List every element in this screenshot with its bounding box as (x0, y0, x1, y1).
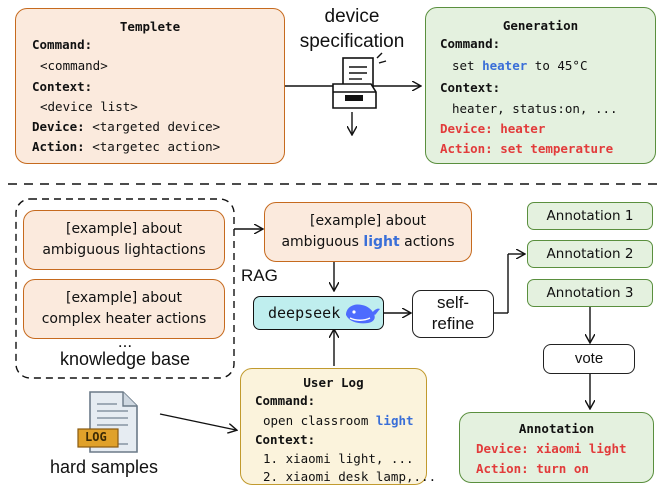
generation-command-post: to 45°C (527, 58, 588, 73)
generation-title: Generation (502, 18, 579, 33)
generation-context-value: heater, status:on, ... (452, 101, 618, 116)
generation-command-label: Command: (440, 36, 501, 51)
generation-box: Generation Command: set heater to 45°C C… (425, 7, 656, 164)
self-refine-line1: self- (436, 293, 470, 312)
kb-ellipsis: ... (117, 332, 133, 351)
template-context-label: Context: (32, 79, 93, 94)
template-action-line: Action: <targetec action> (32, 139, 220, 154)
generation-command-line: set heater to 45°C (452, 58, 587, 73)
kb-example2-line2: complex heater actions (41, 311, 207, 327)
template-command-label: Command: (32, 37, 93, 52)
vote-box: vote (543, 344, 635, 374)
annotation-1-label: Annotation 1 (546, 208, 634, 224)
template-command-value: <command> (40, 58, 108, 73)
template-box: Templete Command: <command> Context: <de… (15, 8, 285, 164)
kb-label: knowledge base (59, 349, 191, 369)
user-log-context-line1: 1. xiaomi light, ... (263, 451, 414, 466)
annotation-2-label: Annotation 2 (546, 246, 634, 262)
annotation-3-box: Annotation 3 (527, 279, 653, 307)
user-log-command-line: open classroom light (263, 413, 414, 428)
final-annotation-action: Action: turn on (476, 461, 589, 476)
retrieved-line2-pre: ambiguous (281, 234, 364, 250)
deepseek-label: deepseek (268, 304, 341, 322)
kb-example1-line2: ambiguous lightactions (42, 242, 206, 258)
retrieved-line2-highlight: light (363, 234, 400, 250)
user-log-command-label: Command: (255, 393, 316, 408)
user-log-command-pre: open classroom (263, 413, 376, 428)
template-action-label: Action: (32, 139, 85, 154)
generation-action: Action: set temperature (440, 141, 614, 156)
final-annotation-box: Annotation Device: xiaomi light Action: … (459, 412, 654, 483)
user-log-context-line2: 2. xiaomi desk lamp,... (263, 469, 437, 484)
rag-label: RAG (241, 266, 278, 285)
hardsamples-to-userlog-arrow (159, 413, 236, 430)
hard-samples-label: hard samples (50, 457, 159, 477)
generation-command-highlight: heater (482, 58, 528, 73)
kb-example2-line1: [example] about (65, 290, 183, 306)
user-log-context-label: Context: (255, 432, 316, 447)
generation-device: Device: heater (440, 121, 546, 136)
device-spec-line2: specification (299, 31, 405, 52)
template-action-value: <targetec action> (92, 139, 221, 154)
template-device-value: <targeted device> (92, 119, 221, 134)
retrieved-example-box: [example] about ambiguous light actions (264, 202, 472, 262)
knowledge-base-container (15, 198, 235, 379)
template-title: Templete (119, 19, 181, 34)
log-icon-text: LOG (85, 430, 107, 444)
retrieved-line1: [example] about (309, 213, 427, 229)
kb-example-heater: [example] about complex heater actions (23, 279, 225, 339)
annotation-3-label: Annotation 3 (546, 285, 634, 301)
deepseek-model-box: deepseek (253, 296, 384, 330)
template-device-label: Device: (32, 119, 85, 134)
generation-command-pre: set (452, 58, 483, 73)
user-log-title: User Log (303, 375, 364, 390)
self-refine-box: self- refine (412, 290, 494, 338)
self-refine-line2: refine (431, 314, 475, 333)
vote-label: vote (574, 350, 604, 367)
generation-context-label: Context: (440, 80, 501, 95)
kb-example1-line1: [example] about (65, 221, 183, 237)
final-annotation-title: Annotation (518, 421, 595, 436)
retrieved-line2-post: actions (399, 234, 455, 250)
final-annotation-device: Device: xiaomi light (476, 441, 627, 456)
device-spec-line1: device (324, 6, 380, 27)
user-log-command-highlight: light (375, 413, 414, 428)
template-context-value: <device list> (40, 99, 138, 114)
annotation-2-box: Annotation 2 (527, 240, 653, 268)
whale-icon (346, 304, 380, 324)
retrieved-line2: ambiguous light actions (265, 234, 471, 250)
template-device-line: Device: <targeted device> (32, 119, 220, 134)
kb-example-lighting: [example] about ambiguous lightactions (23, 210, 225, 270)
user-log-box: User Log Command: open classroom light C… (240, 368, 436, 485)
annotation-1-box: Annotation 1 (527, 202, 653, 230)
